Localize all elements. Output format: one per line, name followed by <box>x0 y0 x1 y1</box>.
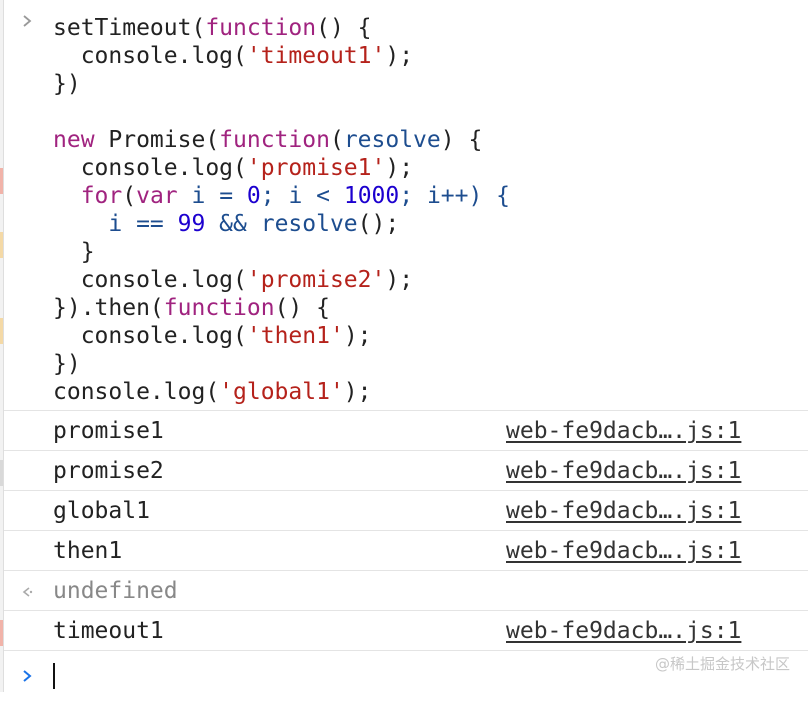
code-token: setTimeout( <box>53 15 206 41</box>
code-line: new Promise(function(resolve) { <box>53 127 482 153</box>
code-line: setTimeout(function() { <box>53 15 372 41</box>
code-token: } <box>53 239 95 265</box>
code-line: }) <box>53 351 81 377</box>
code-token: 'global1' <box>219 379 344 405</box>
code-token: ); <box>385 155 414 181</box>
code-line: console.log('global1'); <box>53 379 372 405</box>
watermark: @稀土掘金技术社区 <box>654 655 790 673</box>
code-line: console.log('promise2'); <box>53 267 413 293</box>
return-value-row: undefined <box>4 571 808 611</box>
code-token: new <box>53 127 109 153</box>
console-input-code: setTimeout(function() { console.log('tim… <box>53 14 510 406</box>
code-token: }).then( <box>53 295 164 321</box>
log-row: promise2 web-fe9dacb….js:1 <box>4 451 808 491</box>
code-token: ); <box>385 267 414 293</box>
log-row: promise1 web-fe9dacb….js:1 <box>4 411 808 451</box>
code-token: ( <box>122 183 137 209</box>
console-log-list-after: timeout1 web-fe9dacb….js:1 <box>4 611 808 651</box>
code-token: () { <box>274 295 330 321</box>
console-input-entry: setTimeout(function() { console.log('tim… <box>4 0 808 411</box>
code-line: i == 99 && resolve(); <box>53 211 399 237</box>
code-token: Promise( <box>108 127 220 153</box>
gutter-marker <box>0 318 3 344</box>
code-token: function <box>219 127 330 153</box>
gutter-marker <box>0 232 3 258</box>
log-message: global1 <box>53 498 150 524</box>
code-token: function <box>163 295 275 321</box>
code-token: for <box>80 183 123 209</box>
code-token: 'promise2' <box>246 267 386 293</box>
code-line: console.log('timeout1'); <box>53 43 413 69</box>
log-source-link[interactable]: web-fe9dacb….js:1 <box>506 498 742 524</box>
code-token: ); <box>343 323 372 349</box>
left-gutter <box>0 0 4 692</box>
code-token: 'timeout1' <box>246 43 386 69</box>
code-line: console.log('promise1'); <box>53 155 413 181</box>
code-token: }) <box>53 71 81 97</box>
chevron-right-icon <box>23 670 32 682</box>
log-row: global1 web-fe9dacb….js:1 <box>4 491 808 531</box>
code-token: resolve <box>343 127 441 153</box>
code-token: i == <box>53 211 178 237</box>
log-row: timeout1 web-fe9dacb….js:1 <box>4 611 808 651</box>
code-line: console.log('then1'); <box>53 323 372 349</box>
code-token: () { <box>316 15 372 41</box>
code-token: console.log( <box>53 267 247 293</box>
code-token: resolve <box>260 211 358 237</box>
code-token: var <box>136 183 178 209</box>
code-line: }) <box>53 71 81 97</box>
code-line: for(var i = 0; i < 1000; i++) { <box>53 183 510 209</box>
code-line: } <box>53 239 95 265</box>
log-message: then1 <box>53 538 123 564</box>
code-token: console.log( <box>53 379 220 405</box>
code-token: ); <box>343 379 372 405</box>
code-token: console.log( <box>53 323 247 349</box>
log-message: promise2 <box>53 458 164 484</box>
log-source-link[interactable]: web-fe9dacb….js:1 <box>506 418 742 444</box>
return-value: undefined <box>53 578 178 604</box>
log-source-link[interactable]: web-fe9dacb….js:1 <box>506 538 742 564</box>
code-token: 0 <box>246 183 261 209</box>
code-token: i = <box>177 183 247 209</box>
code-token: 'then1' <box>246 323 344 349</box>
code-token: ); <box>385 43 414 69</box>
code-token: ; i < <box>260 183 344 209</box>
console-prompt-row[interactable] <box>4 651 808 701</box>
code-token: function <box>205 15 317 41</box>
gutter-marker <box>0 168 3 194</box>
code-token: ( <box>329 127 344 153</box>
code-token: ) { <box>440 127 483 153</box>
code-token: }) <box>53 351 81 377</box>
console-log-list: promise1 web-fe9dacb….js:1 promise2 web-fe9… <box>4 411 808 571</box>
code-token: 'promise1' <box>246 155 386 181</box>
gutter-marker <box>0 620 3 646</box>
log-source-link[interactable]: web-fe9dacb….js:1 <box>506 618 742 644</box>
code-token: ; i++) { <box>399 183 511 209</box>
log-message: promise1 <box>53 418 164 444</box>
code-line: }).then(function() { <box>53 295 330 321</box>
console-panel: setTimeout(function() { console.log('tim… <box>4 0 808 692</box>
log-row: then1 web-fe9dacb….js:1 <box>4 531 808 571</box>
log-message: timeout1 <box>53 618 164 644</box>
text-caret[interactable] <box>53 663 55 689</box>
code-token: console.log( <box>53 43 247 69</box>
code-token: console.log( <box>53 155 247 181</box>
return-arrow-icon <box>22 587 33 597</box>
chevron-right-icon <box>23 15 32 27</box>
code-token: (); <box>357 211 400 237</box>
code-token: && <box>205 211 261 237</box>
code-token <box>53 183 81 209</box>
gutter-marker <box>0 460 3 486</box>
log-source-link[interactable]: web-fe9dacb….js:1 <box>506 458 742 484</box>
code-token: 1000 <box>343 183 400 209</box>
code-token: 99 <box>177 211 206 237</box>
